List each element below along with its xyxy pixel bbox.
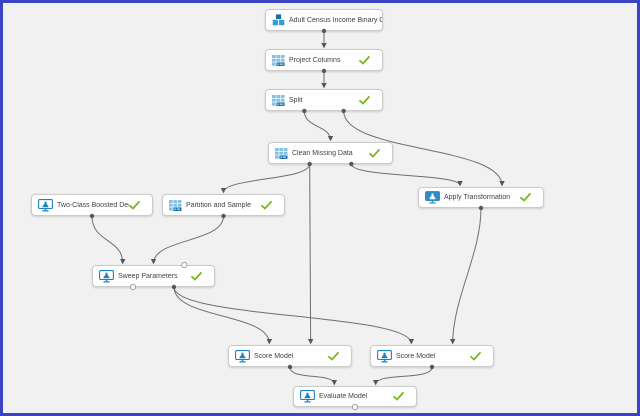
success-check-icon xyxy=(328,351,351,361)
output-port[interactable] xyxy=(321,28,327,34)
ml-icon xyxy=(235,349,250,363)
table-icon xyxy=(169,199,182,211)
success-check-icon xyxy=(369,148,392,158)
output-port[interactable] xyxy=(351,403,359,411)
connection-wire[interactable] xyxy=(343,110,505,187)
connection-wire[interactable] xyxy=(289,366,338,386)
success-check-icon xyxy=(261,200,284,210)
success-check-icon xyxy=(359,55,382,65)
success-check-icon xyxy=(191,271,214,281)
module-label: Partition and Sample xyxy=(186,201,251,209)
table-icon xyxy=(275,147,288,159)
output-port[interactable] xyxy=(307,161,312,167)
table-icon xyxy=(272,94,285,106)
module-label: Adult Census Income Binary C... xyxy=(289,16,382,24)
output-port[interactable] xyxy=(349,161,354,167)
module-node-clean-missing-data[interactable]: Clean Missing Data xyxy=(268,142,393,164)
connection-wire[interactable] xyxy=(220,163,311,194)
connection-wire[interactable] xyxy=(307,163,314,345)
connection-wire[interactable] xyxy=(173,286,415,345)
connection-wire[interactable] xyxy=(150,215,224,265)
success-check-icon xyxy=(129,200,152,210)
success-check-icon xyxy=(359,95,382,105)
output-port[interactable] xyxy=(321,68,327,74)
module-label: Score Model xyxy=(254,352,294,360)
ml-icon xyxy=(99,269,114,283)
module-label: Sweep Parameters xyxy=(118,272,178,280)
module-node-two-class-boosted-decision-tree[interactable]: Two-Class Boosted Decision T... xyxy=(31,194,153,216)
success-check-icon xyxy=(393,392,416,401)
module-node-score-model-right[interactable]: Score Model xyxy=(370,345,494,367)
table-icon xyxy=(272,54,285,66)
ml-icon xyxy=(38,198,53,212)
connection-wire[interactable] xyxy=(350,163,463,187)
module-node-project-columns[interactable]: Project Columns xyxy=(265,49,383,71)
output-port[interactable] xyxy=(129,283,137,291)
module-node-split[interactable]: Split xyxy=(265,89,383,111)
module-label: Apply Transformation xyxy=(444,194,511,201)
connection-wire[interactable] xyxy=(449,207,482,345)
output-port[interactable] xyxy=(341,108,346,114)
input-port[interactable] xyxy=(181,261,188,269)
ml-icon xyxy=(300,390,315,403)
ml-icon xyxy=(377,349,392,363)
module-node-sweep-parameters[interactable]: Sweep Parameters xyxy=(92,265,215,287)
module-label: Clean Missing Data xyxy=(292,149,353,157)
success-check-icon xyxy=(520,193,543,202)
module-label: Project Columns xyxy=(289,56,341,64)
module-label: Split xyxy=(289,96,303,104)
output-port[interactable] xyxy=(287,364,293,370)
module-node-adult-census-income[interactable]: Adult Census Income Binary C... xyxy=(265,9,383,31)
output-port[interactable] xyxy=(89,213,95,219)
connection-wire[interactable] xyxy=(303,110,334,142)
module-node-apply-transformation[interactable]: Apply Transformation xyxy=(418,187,544,208)
connection-wire[interactable] xyxy=(372,366,433,386)
module-node-score-model-left[interactable]: Score Model xyxy=(228,345,352,367)
output-port[interactable] xyxy=(171,284,177,290)
module-label: Evaluate Model xyxy=(319,393,368,400)
module-label: Score Model xyxy=(396,352,436,360)
module-label: Two-Class Boosted Decision T... xyxy=(57,201,129,209)
ml-icon-filled xyxy=(425,191,440,204)
connection-wire[interactable] xyxy=(173,286,273,345)
dataset-icon xyxy=(272,14,285,26)
output-port[interactable] xyxy=(478,205,484,211)
connection-wire[interactable] xyxy=(91,215,126,265)
module-node-evaluate-model[interactable]: Evaluate Model xyxy=(293,386,417,407)
success-check-icon xyxy=(470,351,493,361)
module-node-partition-and-sample[interactable]: Partition and Sample xyxy=(162,194,285,216)
output-port[interactable] xyxy=(302,108,307,114)
output-port[interactable] xyxy=(429,364,435,370)
output-port[interactable] xyxy=(221,213,226,219)
